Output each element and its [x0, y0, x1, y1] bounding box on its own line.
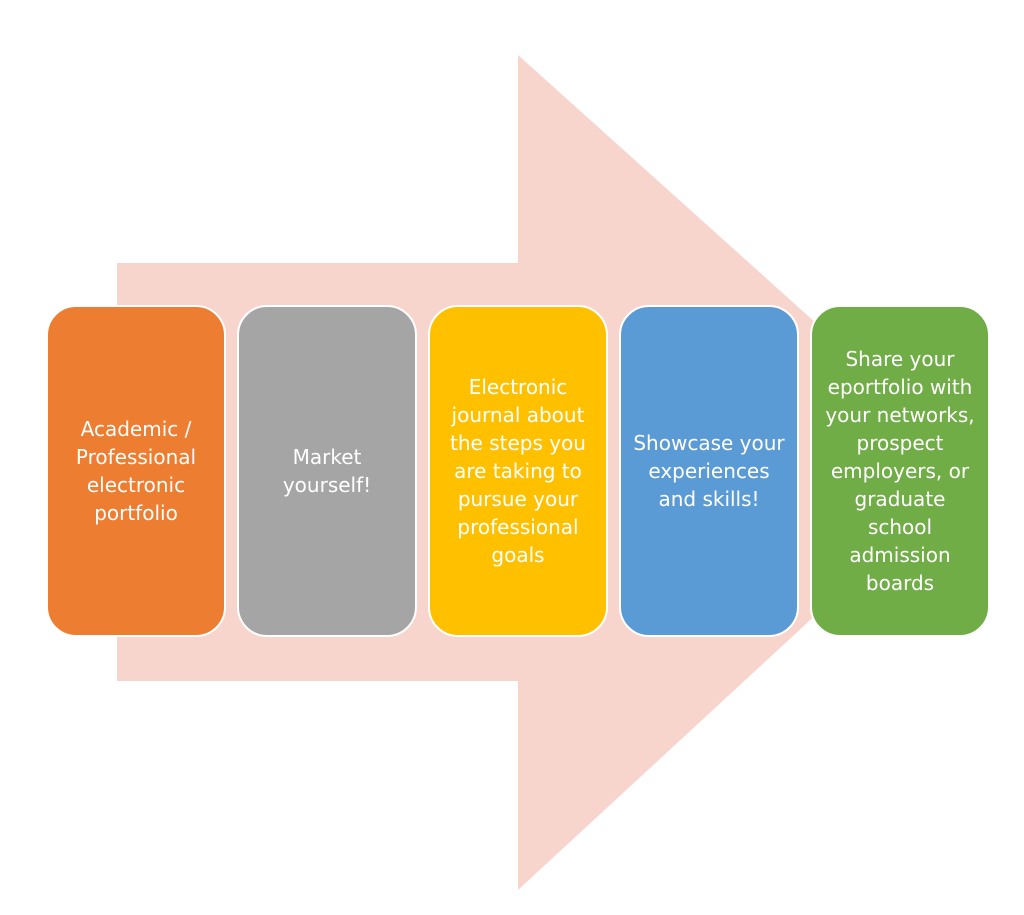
step-label: Share your eportfolio with your networks…	[825, 347, 975, 595]
step-box-share-eportfolio: Share your eportfolio with your networks…	[810, 305, 990, 637]
step-label: Market yourself!	[282, 445, 372, 497]
step-box-showcase: Showcase your experiences and skills!	[619, 305, 799, 637]
step-box-market-yourself: Market yourself!	[237, 305, 417, 637]
step-box-academic-portfolio: Academic / Professional electronic portf…	[46, 305, 226, 637]
step-box-electronic-journal: Electronic journal about the steps you a…	[428, 305, 608, 637]
step-label: Electronic journal about the steps you a…	[450, 375, 586, 567]
step-label: Showcase your experiences and skills!	[633, 431, 785, 511]
step-label: Academic / Professional electronic portf…	[75, 417, 197, 525]
